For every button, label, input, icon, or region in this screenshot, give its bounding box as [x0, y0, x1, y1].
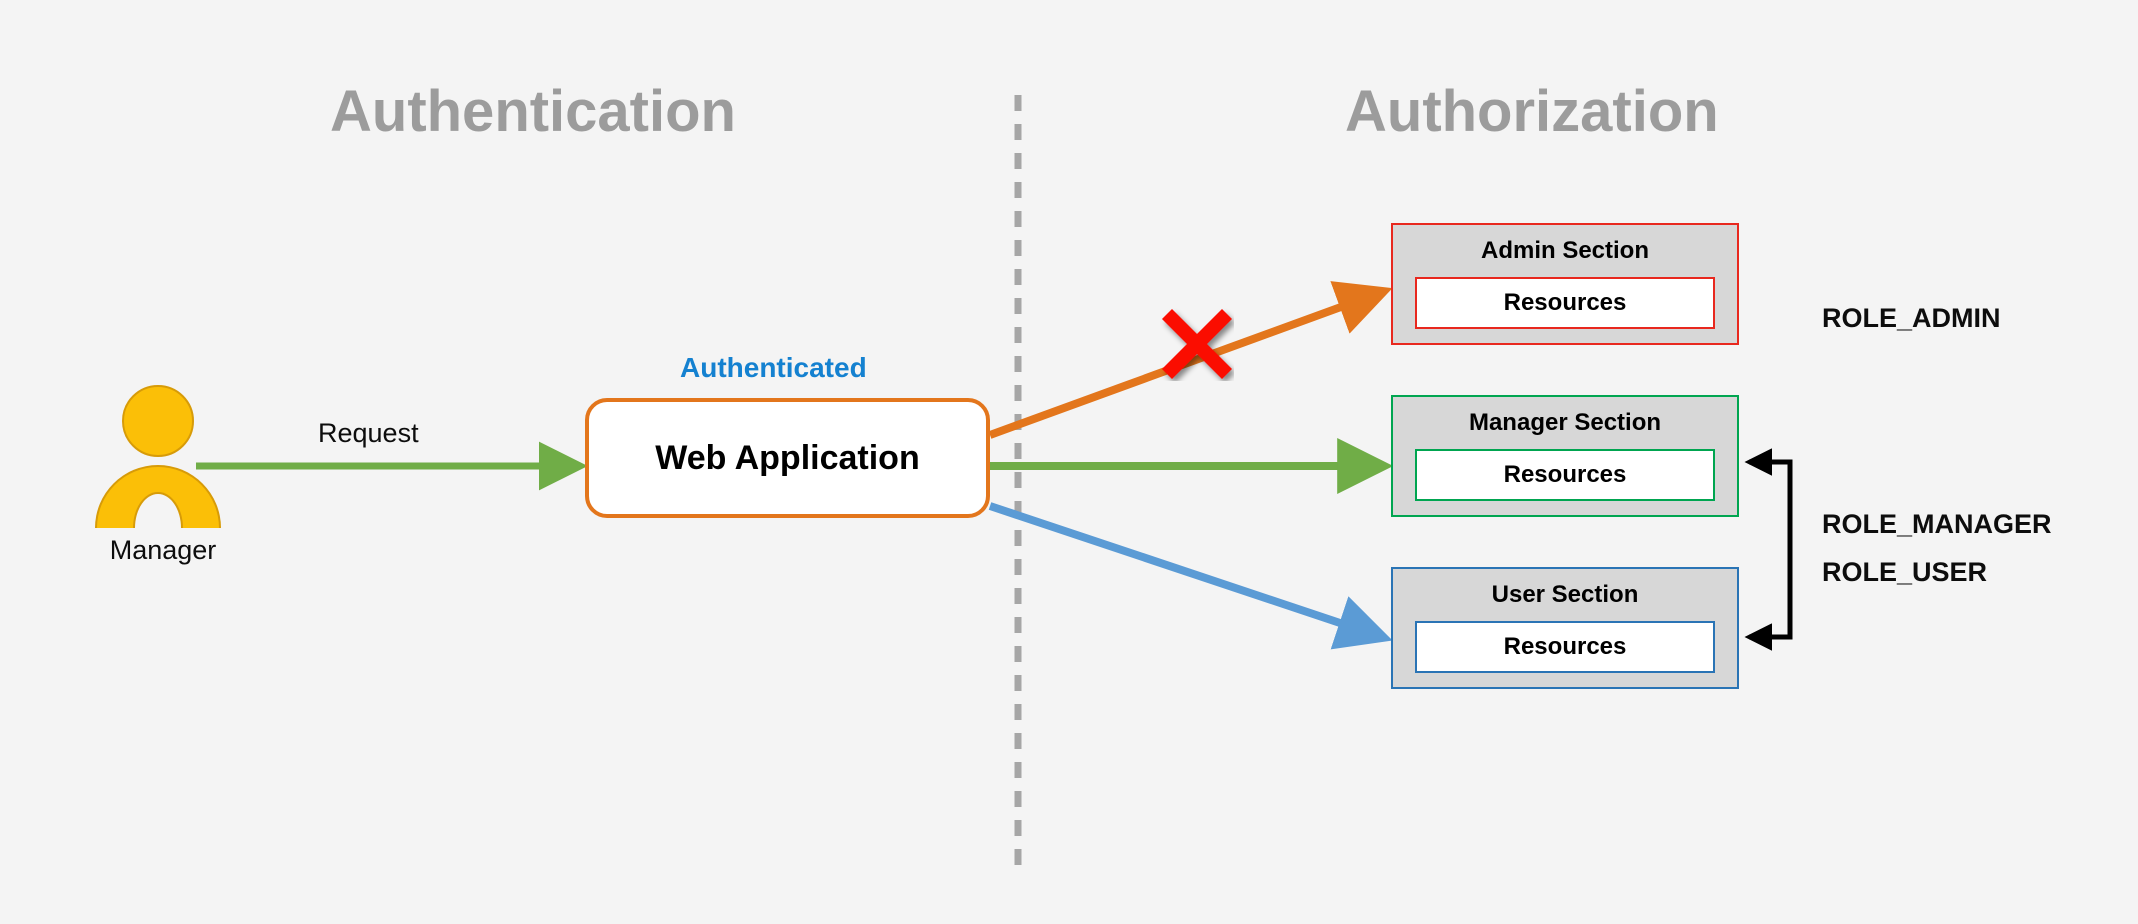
- edge-to-user: [988, 502, 1393, 650]
- card-user-section[interactable]: User Section Resources: [1391, 567, 1739, 689]
- page-title-authorization: Authorization: [1345, 79, 1719, 144]
- page-title-authentication: Authentication: [330, 79, 736, 144]
- card-user-resources-label: Resources: [1503, 633, 1627, 660]
- card-admin-section-title: Admin Section: [1480, 237, 1649, 264]
- card-manager-section[interactable]: Manager Section Resources: [1391, 395, 1739, 517]
- node-web-application[interactable]: Web Application: [585, 398, 990, 518]
- node-web-application-label: Web Application: [655, 438, 920, 477]
- role-bracket-user: [1744, 464, 1793, 651]
- card-user-resources[interactable]: Resources: [1415, 621, 1715, 673]
- card-manager-section-title: Manager Section: [1468, 409, 1662, 436]
- card-manager-resources[interactable]: Resources: [1415, 449, 1715, 501]
- card-manager-resources-label: Resources: [1503, 461, 1627, 488]
- card-admin-section[interactable]: Admin Section Resources: [1391, 223, 1739, 345]
- role-label-manager: ROLE_MANAGER: [1822, 509, 2052, 539]
- person-head-icon: [122, 385, 194, 457]
- role-bracket-manager: [1744, 448, 1793, 476]
- card-admin-resources-label: Resources: [1503, 289, 1627, 316]
- role-label-admin: ROLE_ADMIN: [1822, 303, 2001, 333]
- role-label-user: ROLE_USER: [1822, 557, 1988, 587]
- actor-manager: Manager: [95, 385, 225, 565]
- edge-label-request: Request: [318, 418, 419, 448]
- actor-label: Manager: [109, 535, 217, 565]
- edge-label-authenticated: Authenticated: [680, 352, 867, 383]
- red-x-icon: [1160, 307, 1234, 381]
- card-user-section-title: User Section: [1491, 581, 1639, 608]
- card-admin-resources[interactable]: Resources: [1415, 277, 1715, 329]
